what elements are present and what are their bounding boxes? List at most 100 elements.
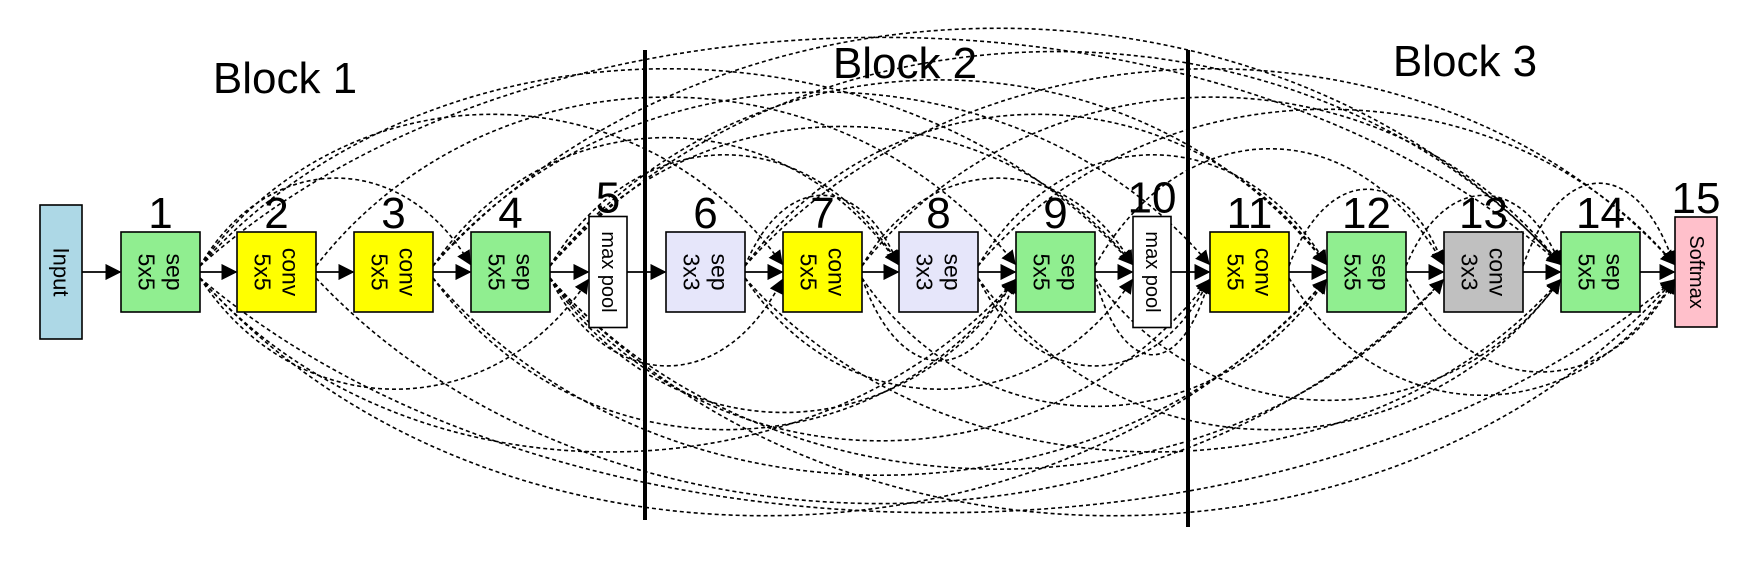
block-3-title: Block 3 (1393, 37, 1537, 86)
node-n4-label-0: sep (512, 253, 538, 290)
node-n3-label-0: conv (395, 248, 421, 297)
node-n7-label-0: conv (824, 248, 850, 297)
node-n4-box (470, 231, 551, 313)
node-n2-box (236, 231, 317, 313)
skip-edge-8-to-12 (977, 154, 1327, 267)
skip-edge-1-to-5 (199, 277, 589, 390)
skip-edge-4-to-8 (549, 154, 899, 267)
node-n6-box (665, 231, 746, 313)
skip-edge-9-to-13 (1094, 147, 1444, 267)
skip-edge-7-to-10 (861, 177, 1133, 267)
node-input-box (39, 204, 83, 340)
skip-edge-1-to-9 (199, 277, 1016, 453)
node-n10-label-0: max pool (1141, 231, 1163, 312)
node-n15: Softmax 15 (1672, 174, 1721, 328)
node-input: Input (39, 204, 83, 340)
node-n9-label-0: sep (1057, 253, 1083, 290)
node-n4-number: 4 (498, 189, 522, 238)
node-n9-box (1015, 231, 1096, 313)
node-n3-label-1: 5x5 (367, 253, 393, 290)
node-n15-box (1674, 216, 1718, 328)
node-n5-box (588, 215, 628, 329)
skip-edge-4-to-9 (549, 277, 1016, 414)
node-n15-label-0: Softmax (1685, 235, 1707, 308)
node-n11-label-1: 5x5 (1223, 253, 1249, 290)
node-n10-number: 10 (1128, 174, 1177, 223)
skip-edge-4-to-14 (549, 50, 1561, 267)
skip-edge-7-to-14 (861, 96, 1561, 267)
skip-edge-6-to-14 (744, 277, 1561, 453)
skip-edge-6-to-12 (744, 113, 1327, 267)
node-n11-number: 11 (1227, 189, 1273, 238)
node-n15-number: 15 (1672, 174, 1721, 223)
skip-edge-3-to-8 (432, 136, 899, 267)
node-n12-box (1326, 231, 1407, 313)
node-n12-number: 12 (1342, 189, 1391, 238)
skip-edge-13-to-15 (1522, 182, 1677, 267)
node-n6-label-0: sep (707, 253, 733, 290)
skip-edge-1-to-14 (199, 36, 1562, 267)
node-n1-box (120, 231, 201, 313)
node-n10-box (1132, 215, 1172, 329)
node-n1-label-1: 5x5 (134, 253, 160, 290)
node-n2-number: 2 (264, 189, 288, 238)
node-n4-label-1: 5x5 (484, 253, 510, 290)
skip-edge-12-to-14 (1405, 194, 1562, 267)
node-n1-label-0: sep (162, 253, 188, 290)
skip-edge-12-to-15 (1405, 277, 1675, 373)
node-n14-number: 14 (1576, 189, 1625, 238)
skip-edge-6-to-15 (744, 68, 1675, 267)
block-2-title: Block 2 (833, 39, 977, 88)
skip-edge-8-to-15 (977, 108, 1675, 267)
node-n2-label-0: conv (278, 248, 304, 297)
node-n6-number: 6 (693, 189, 717, 238)
node-n14-box (1560, 231, 1641, 313)
node-n7-number: 7 (810, 189, 834, 238)
skip-edge-7-to-12 (861, 277, 1327, 408)
skip-edge-2-to-13 (315, 277, 1444, 505)
node-n7-label-1: 5x5 (796, 253, 822, 290)
skip-edge-1-to-15 (199, 277, 1676, 514)
skip-edge-1-to-10 (199, 68, 1133, 267)
node-n9-label-1: 5x5 (1029, 253, 1055, 290)
skip-edge-4-to-13 (549, 277, 1444, 470)
node-n12-label-1: 5x5 (1340, 253, 1366, 290)
node-n6-label-1: 3x3 (679, 253, 705, 290)
node-n12-label-0: sep (1368, 253, 1394, 290)
skip-edge-11-to-13 (1288, 188, 1446, 267)
node-n5-label-0: max pool (597, 231, 619, 312)
skip-edge-3-to-14 (432, 27, 1561, 267)
node-n1-number: 1 (148, 189, 172, 238)
node-n7-box (782, 231, 863, 313)
skip-edge-6-to-8 (744, 194, 900, 267)
node-n2-label-1: 5x5 (250, 253, 276, 290)
skip-edge-4-to-11 (549, 277, 1210, 442)
skip-connections (199, 27, 1677, 517)
skip-edge-4-to-15 (549, 277, 1675, 517)
skip-edge-7-to-9 (861, 277, 1018, 362)
block-1-title: Block 1 (213, 54, 357, 103)
node-input-label-0: Input (49, 248, 74, 297)
node-n5-number: 5 (596, 174, 620, 223)
skip-edge-6-to-10 (744, 277, 1133, 390)
node-n13-label-1: 3x3 (1457, 253, 1483, 290)
node-n8-box (898, 231, 979, 313)
node-n5: max pool 5 (588, 174, 628, 329)
node-n8-label-0: sep (940, 253, 966, 290)
node-n13-box (1443, 231, 1524, 313)
node-n3-box (353, 231, 434, 313)
node-n11-label-0: conv (1251, 248, 1277, 297)
